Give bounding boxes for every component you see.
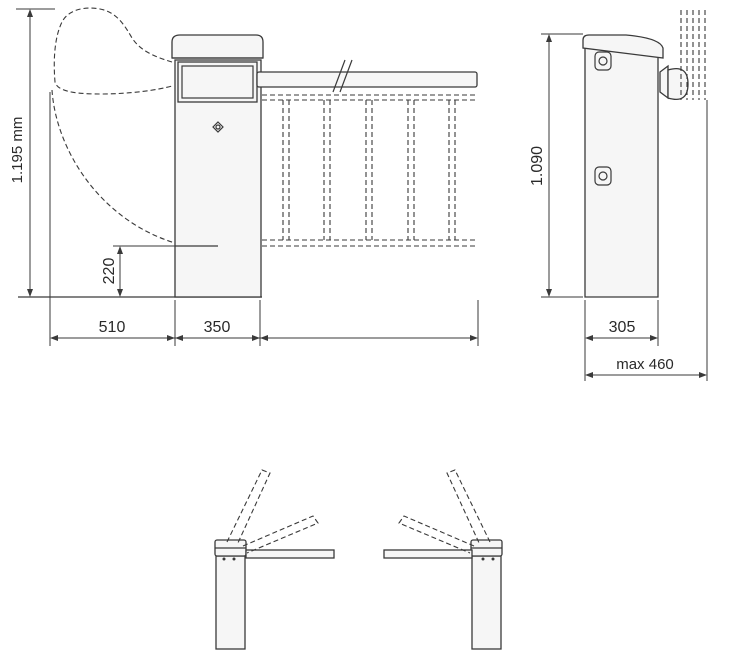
cabinet-cover bbox=[171, 34, 264, 59]
motor-housing bbox=[177, 61, 258, 103]
dim-depth-max: max 460 bbox=[616, 356, 674, 373]
front-view: 1.195 mm 220 510 350 bbox=[9, 7, 479, 346]
motor-housing-inner bbox=[181, 65, 254, 99]
side-view: 1.090 305 max 460 bbox=[529, 10, 708, 381]
side-skirt bbox=[680, 10, 706, 100]
dim-width-cabinet: 350 bbox=[204, 319, 231, 336]
side-cover bbox=[582, 34, 664, 59]
side-arm-head bbox=[667, 67, 689, 101]
small-right-arm-diagonal bbox=[398, 515, 475, 554]
side-bolt-bottom-center bbox=[598, 171, 608, 181]
small-right-arm bbox=[383, 549, 473, 559]
dim-depth-side: 305 bbox=[609, 319, 636, 336]
arm-swing-envelope bbox=[53, 7, 173, 95]
break-mark-1 bbox=[332, 59, 346, 93]
side-bolt-top-center bbox=[598, 56, 608, 66]
break-mark-2 bbox=[339, 59, 353, 93]
key-lock-icon bbox=[212, 121, 224, 133]
small-right-arm-vertical bbox=[446, 469, 491, 546]
dim-height-total: 1.195 mm bbox=[9, 117, 26, 184]
small-view-left bbox=[214, 469, 335, 650]
arm-swing-arc bbox=[51, 89, 176, 244]
side-hub bbox=[659, 64, 669, 100]
small-left-column bbox=[215, 555, 246, 650]
dim-height-arm: 220 bbox=[101, 258, 118, 285]
key-lock-center bbox=[215, 124, 221, 130]
skirt-rack bbox=[262, 94, 476, 247]
small-left-arm-vertical bbox=[226, 469, 271, 546]
boom-arm bbox=[256, 71, 478, 88]
side-bolt-bottom bbox=[594, 166, 612, 186]
small-view-right bbox=[383, 469, 503, 650]
small-left-arm bbox=[245, 549, 335, 559]
dim-width-swing: 510 bbox=[99, 319, 126, 336]
small-left-arm-diagonal bbox=[242, 515, 319, 554]
side-cabinet bbox=[584, 44, 659, 298]
side-bolt-top bbox=[594, 51, 612, 71]
dim-height-side: 1.090 bbox=[529, 146, 546, 186]
small-right-column bbox=[471, 555, 502, 650]
